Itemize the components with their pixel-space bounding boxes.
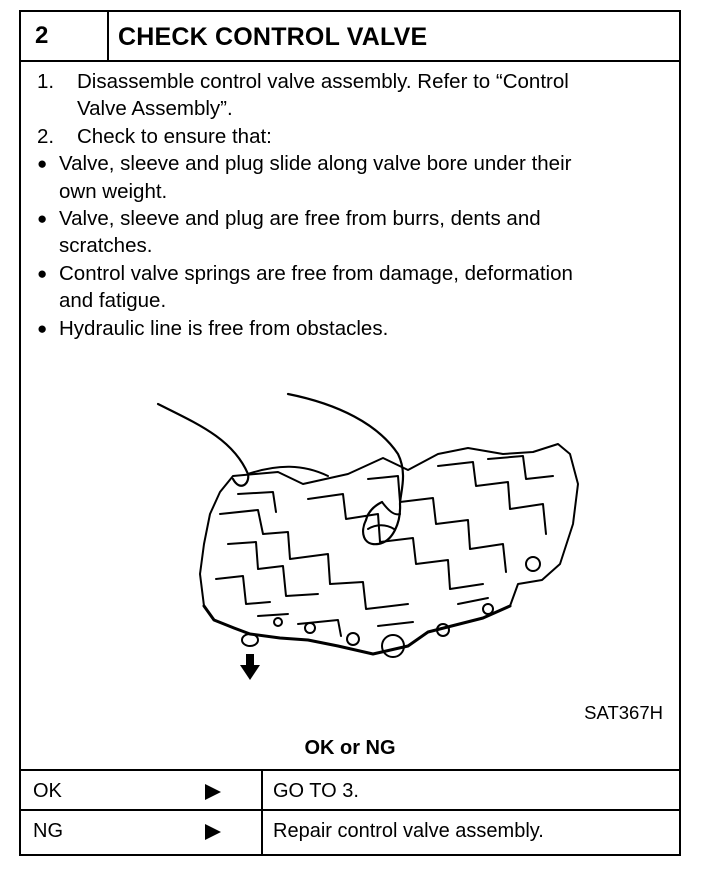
right-arrow-icon [205, 784, 221, 800]
instruction-item: ● Control valve springs are free from da… [37, 260, 667, 315]
table-row: NG Repair control valve assembly. [21, 811, 679, 855]
result-label: NG [33, 820, 63, 842]
right-arrow-icon [205, 824, 221, 840]
instruction-line: Check to ensure that: [77, 124, 272, 148]
instruction-item: 1. Disassemble control valve assembly. R… [37, 68, 667, 123]
instruction-line: Hydraulic line is free from obstacles. [59, 316, 389, 340]
result-action: GO TO 3. [273, 780, 359, 802]
instruction-item: 2. Check to ensure that: [37, 123, 667, 150]
step-header: 2 CHECK CONTROL VALVE [21, 12, 679, 62]
procedure-box: 2 CHECK CONTROL VALVE 1. Disassemble con… [19, 10, 681, 856]
instruction-line: Valve, sleeve and plug are free from bur… [59, 207, 541, 231]
list-marker: 2. [37, 124, 55, 148]
instruction-item: ● Hydraulic line is free from obstacles. [37, 315, 667, 342]
list-marker: 1. [37, 70, 55, 93]
step-title: CHECK CONTROL VALVE [118, 23, 428, 51]
column-divider [261, 811, 263, 855]
ok-ng-prompt: OK or NG [304, 737, 396, 759]
instruction-list: 1. Disassemble control valve assembly. R… [37, 68, 667, 342]
table-row: OK GO TO 3. [21, 771, 679, 811]
bullet-icon: ● [37, 154, 48, 174]
figure-code: SAT367H [584, 702, 663, 723]
bullet-icon: ● [37, 209, 48, 229]
instruction-line: Control valve springs are free from dama… [59, 261, 573, 285]
instruction-line: scratches. [59, 234, 153, 258]
column-divider [261, 771, 263, 809]
result-table: OK GO TO 3. NG Repair control valve asse… [21, 769, 679, 855]
instruction-item: ● Valve, sleeve and plug are free from b… [37, 205, 667, 260]
bullet-icon: ● [37, 263, 48, 283]
result-label: OK [33, 780, 62, 802]
control-valve-illustration [156, 392, 579, 680]
bullet-icon: ● [37, 318, 48, 338]
instruction-line: Disassemble control valve assembly. Refe… [77, 70, 569, 93]
instruction-line: Valve Assembly”. [77, 97, 233, 121]
instruction-line: and fatigue. [59, 289, 167, 313]
step-number: 2 [21, 12, 109, 60]
instruction-line: own weight. [59, 179, 168, 203]
result-action: Repair control valve assembly. [273, 820, 544, 842]
instruction-item: ● Valve, sleeve and plug slide along val… [37, 150, 667, 205]
instruction-line: Valve, sleeve and plug slide along valve… [59, 152, 572, 176]
